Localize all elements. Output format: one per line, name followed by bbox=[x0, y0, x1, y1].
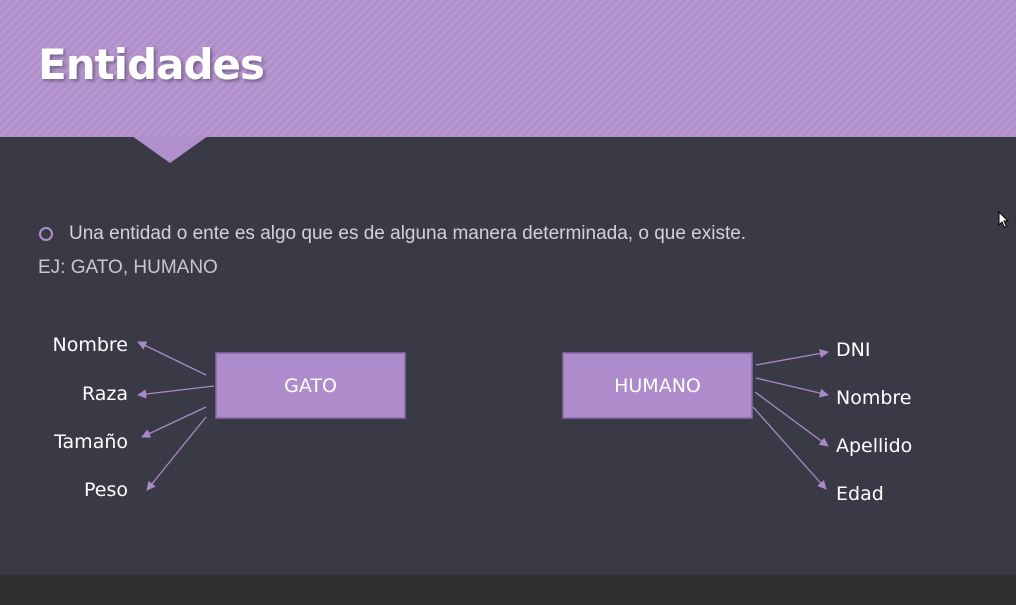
example-text: EJ: GATO, HUMANO bbox=[38, 257, 218, 278]
attribute-humano-dni: DNI bbox=[836, 339, 870, 361]
attribute-gato-nombre: Nombre bbox=[53, 334, 129, 356]
entity-label-humano: HUMANO bbox=[614, 375, 701, 397]
bottom-bar bbox=[0, 575, 1016, 605]
connector-humano-apellido bbox=[754, 391, 829, 447]
attribute-gato-peso: Peso bbox=[84, 479, 128, 501]
connector-humano-edad bbox=[752, 406, 827, 490]
bullet-point: Una entidad o ente es algo que es de alg… bbox=[38, 222, 746, 246]
connector-gato-nombre bbox=[137, 341, 207, 376]
attribute-humano-apellido: Apellido bbox=[836, 435, 912, 457]
attribute-humano-nombre: Nombre bbox=[836, 387, 912, 409]
entity-label-gato: GATO bbox=[284, 375, 337, 397]
connector-gato-raza bbox=[137, 385, 215, 399]
entity-box-gato bbox=[215, 352, 406, 419]
slide-header-band bbox=[0, 0, 1016, 137]
attribute-humano-edad: Edad bbox=[836, 483, 884, 505]
entity-box-humano bbox=[562, 352, 753, 419]
slide-title: Entidades bbox=[38, 40, 265, 89]
connector-humano-nombre bbox=[755, 377, 829, 398]
hollow-circle-icon bbox=[39, 227, 53, 241]
entity-gato: GATO bbox=[215, 352, 406, 419]
attribute-gato-tamano: Tamaño bbox=[53, 431, 128, 453]
attribute-gato-raza: Raza bbox=[82, 383, 128, 405]
entity-humano: HUMANO bbox=[562, 352, 753, 419]
mouse-pointer-icon bbox=[998, 211, 1010, 229]
connector-humano-dni bbox=[755, 348, 829, 366]
connector-gato-peso bbox=[146, 416, 207, 491]
header-notch bbox=[132, 136, 208, 163]
connector-gato-tamano bbox=[141, 406, 207, 438]
bullet-text: Una entidad o ente es algo que es de alg… bbox=[69, 223, 747, 244]
